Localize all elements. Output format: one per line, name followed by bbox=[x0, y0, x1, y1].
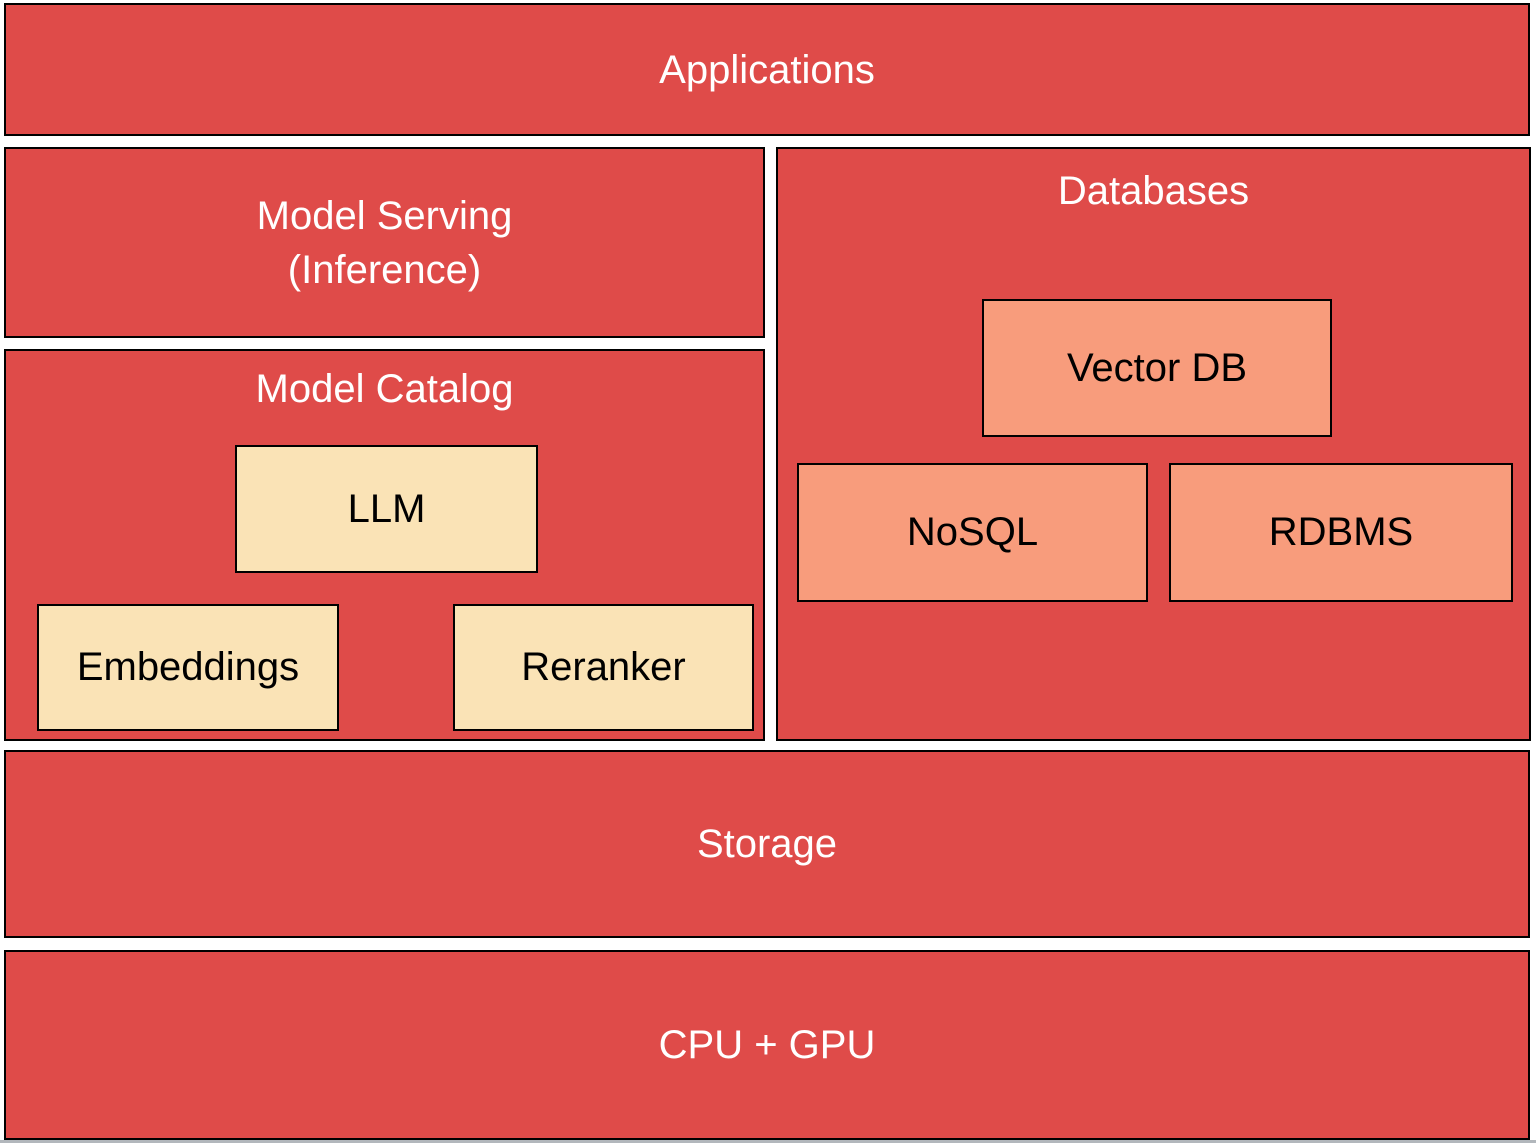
cpu-gpu-label: CPU + GPU bbox=[658, 1023, 876, 1067]
databases-label: Databases bbox=[1057, 169, 1250, 213]
cpu-gpu-layer: CPU + GPU bbox=[4, 950, 1530, 1140]
storage-label: Storage bbox=[696, 822, 838, 866]
embeddings-box: Embeddings bbox=[37, 604, 339, 731]
model-catalog-label: Model Catalog bbox=[255, 367, 514, 411]
applications-label: Applications bbox=[659, 47, 875, 92]
nosql-box: NoSQL bbox=[797, 463, 1148, 602]
model-serving-layer: Model Serving (Inference) bbox=[4, 147, 765, 338]
model-serving-label-line2: (Inference) bbox=[287, 247, 482, 292]
vector-db-box: Vector DB bbox=[982, 299, 1332, 437]
model-catalog-layer: Model Catalog LLM Embeddings Reranker bbox=[4, 349, 765, 741]
storage-layer: Storage bbox=[4, 750, 1530, 938]
applications-layer: Applications bbox=[4, 3, 1530, 136]
llm-box: LLM bbox=[235, 445, 538, 573]
databases-layer: Databases Vector DB NoSQL RDBMS bbox=[776, 147, 1531, 741]
model-serving-label-line1: Model Serving bbox=[256, 193, 513, 238]
rdbms-box: RDBMS bbox=[1169, 463, 1513, 602]
reranker-box: Reranker bbox=[453, 604, 754, 731]
slide-bottom-edge bbox=[0, 1140, 1536, 1143]
